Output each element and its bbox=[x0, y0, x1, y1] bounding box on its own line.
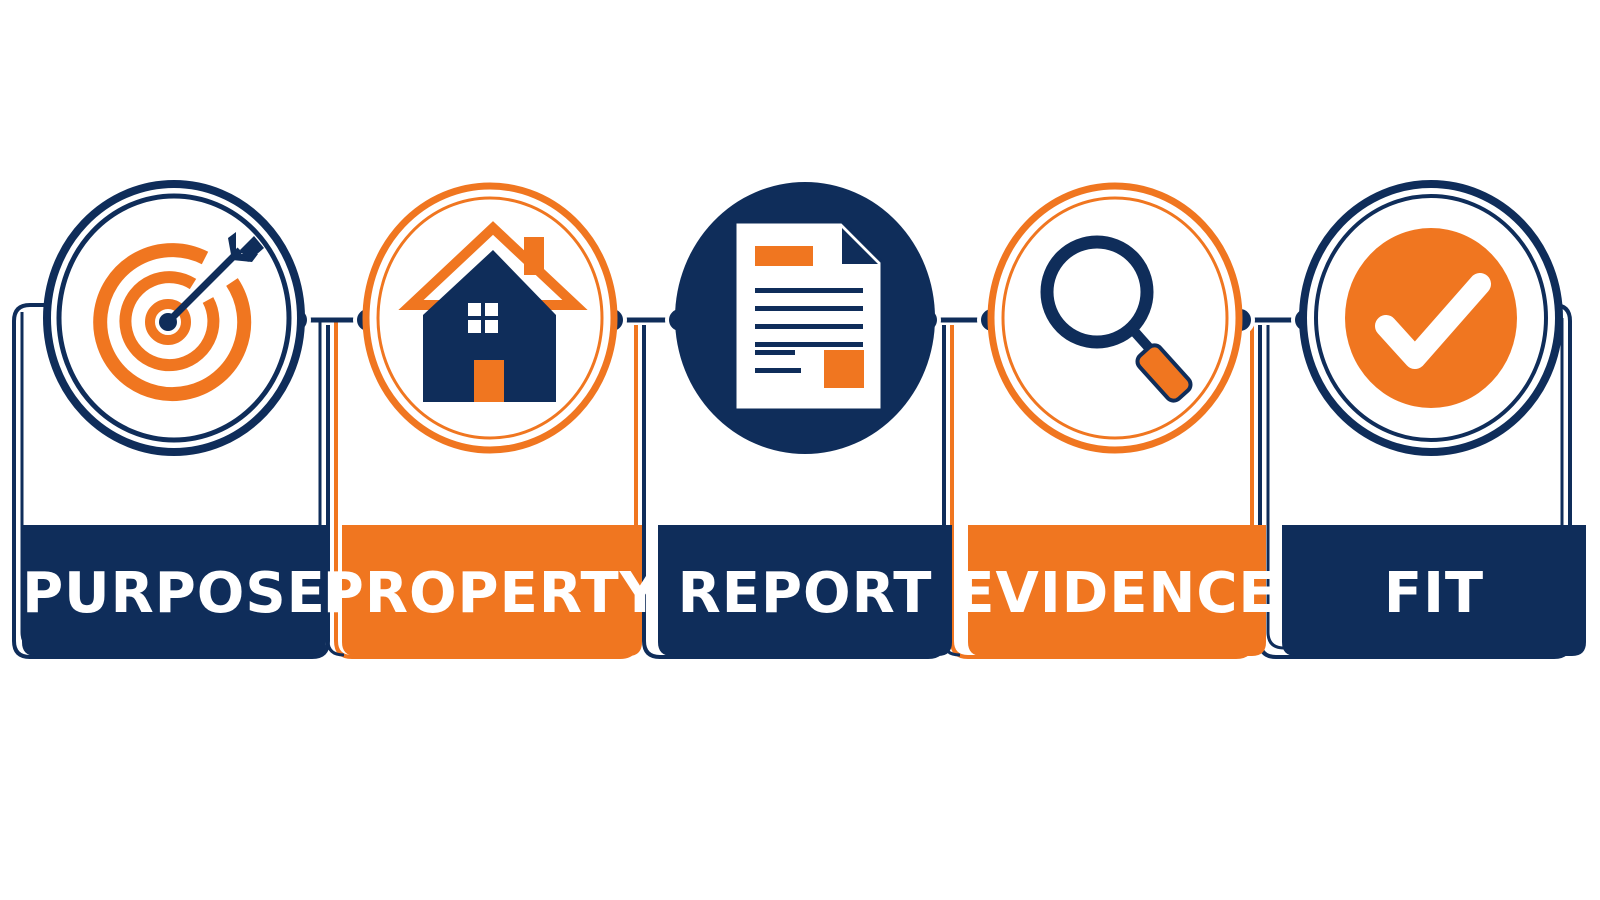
step-circle-report bbox=[675, 182, 935, 454]
document-icon bbox=[733, 220, 884, 412]
step-circle-fit bbox=[1299, 180, 1563, 456]
target-arrow-icon bbox=[93, 232, 264, 402]
step-circle-purpose bbox=[43, 180, 305, 456]
label-band-purpose: PURPOSE bbox=[22, 525, 326, 656]
magnifier-icon bbox=[1040, 235, 1193, 403]
step-label-property: PROPERTY bbox=[323, 561, 662, 626]
step-circle-property bbox=[362, 182, 618, 454]
step-label-report: REPORT bbox=[678, 561, 933, 626]
step-label-evidence: EVIDENCE bbox=[956, 561, 1277, 626]
step-label-fit: FIT bbox=[1384, 561, 1484, 626]
label-band-fit: FIT bbox=[1282, 525, 1586, 656]
house-icon bbox=[398, 221, 588, 402]
checkmark-icon bbox=[1345, 228, 1517, 408]
label-band-property: PROPERTY bbox=[323, 525, 662, 656]
label-band-evidence: EVIDENCE bbox=[956, 525, 1277, 656]
step-label-purpose: PURPOSE bbox=[22, 561, 326, 626]
label-band-report: REPORT bbox=[658, 525, 952, 656]
step-circle-evidence bbox=[987, 182, 1243, 454]
